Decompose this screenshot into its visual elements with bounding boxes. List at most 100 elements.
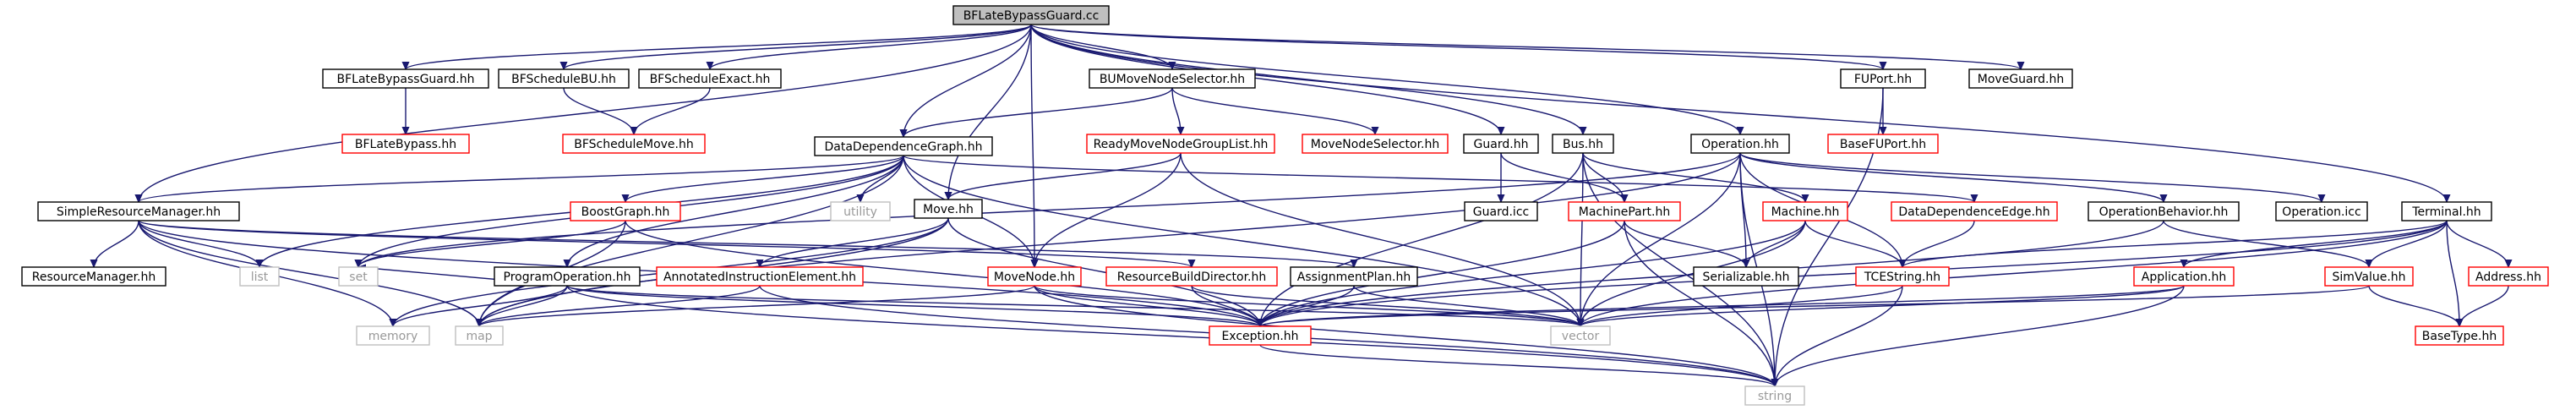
- node-bfschedulebu-hh[interactable]: BFScheduleBU.hh: [498, 68, 630, 89]
- edge-application-hh-to-string: [1775, 285, 2185, 386]
- node-bus-hh[interactable]: Bus.hh: [1552, 134, 1614, 154]
- node-operation-hh[interactable]: Operation.hh: [1690, 134, 1790, 154]
- node-box: [2324, 266, 2414, 287]
- edge-bfschedulebu-hh-to-bfschedulemove-hh: [563, 87, 634, 134]
- edge-bflatebypassguard-cc-to-datadependencegraph-hh: [903, 24, 1032, 137]
- node-bflatebypassguard-cc[interactable]: BFLateBypassGuard.cc: [952, 5, 1110, 25]
- node-label: BFLateBypass.hh: [355, 138, 456, 151]
- node-tcestring-hh[interactable]: TCEString.hh: [1855, 266, 1950, 287]
- node-basetype-hh[interactable]: BaseType.hh: [2415, 325, 2504, 346]
- node-resourcemanager-hh[interactable]: ResourceManager.hh: [21, 266, 166, 287]
- edge-operation-hh-to-operationbehavior-hh: [1739, 152, 2164, 202]
- edge-simvalue-hh-to-basetype-hh: [2368, 285, 2459, 326]
- node-utility: utility: [830, 201, 891, 221]
- edge-bflatebypassguard-cc-to-operation-hh: [1030, 24, 1740, 134]
- node-bumovenodeselector-hh[interactable]: BUMoveNodeSelector.hh: [1089, 68, 1256, 89]
- node-annotatedinstructionelement-hh[interactable]: AnnotatedInstructionElement.hh: [656, 266, 864, 287]
- node-box: [498, 68, 630, 89]
- node-programoperation-hh[interactable]: ProgramOperation.hh: [494, 266, 641, 287]
- node-machine-hh[interactable]: Machine.hh: [1762, 201, 1848, 221]
- node-assignmentplan-hh[interactable]: AssignmentPlan.hh: [1290, 266, 1418, 287]
- node-label: Guard.icc: [1473, 205, 1529, 219]
- node-label: MoveGuard.hh: [1978, 73, 2064, 86]
- node-move-hh[interactable]: Move.hh: [914, 199, 983, 219]
- node-label: OperationBehavior.hh: [2099, 205, 2229, 219]
- node-box: [952, 5, 1110, 25]
- node-label: MoveNode.hh: [994, 271, 1075, 284]
- node-box: [2415, 325, 2504, 346]
- node-box: [1568, 201, 1681, 221]
- edge-bflatebypassguard-cc-to-simpleresourcemanager-hh: [139, 24, 1032, 202]
- node-label: set: [349, 271, 368, 284]
- edge-readymovenodegrouplist-hh-to-vector: [1180, 152, 1580, 326]
- edge-bflatebypassguard-cc-to-move-hh: [948, 24, 1032, 200]
- node-bflatebypassguard-hh[interactable]: BFLateBypassGuard.hh: [322, 68, 489, 89]
- node-box: [656, 266, 864, 287]
- node-operationbehavior-hh[interactable]: OperationBehavior.hh: [2088, 201, 2240, 221]
- node-machinepart-hh[interactable]: MachinePart.hh: [1568, 201, 1681, 221]
- node-box: [1693, 266, 1799, 287]
- node-resourcebuilddirector-hh[interactable]: ResourceBuildDirector.hh: [1105, 266, 1278, 287]
- node-application-hh[interactable]: Application.hh: [2133, 266, 2235, 287]
- node-label: BFLateBypassGuard.cc: [963, 9, 1100, 23]
- node-map: map: [455, 325, 504, 346]
- node-box: [1840, 68, 1926, 89]
- node-label: SimValue.hh: [2332, 271, 2405, 284]
- node-memory: memory: [356, 325, 430, 346]
- node-string: string: [1744, 385, 1805, 406]
- node-terminal-hh[interactable]: Terminal.hh: [2401, 201, 2492, 221]
- node-fuport-hh[interactable]: FUPort.hh: [1840, 68, 1926, 89]
- node-operation-icc[interactable]: Operation.icc: [2275, 201, 2368, 221]
- edge-resourcebuilddirector-hh-to-vector: [1191, 285, 1580, 326]
- node-datadependencegraph-hh[interactable]: DataDependenceGraph.hh: [814, 136, 993, 156]
- edge-machine-hh-to-serializable-hh: [1746, 220, 1806, 267]
- node-label: DataDependenceGraph.hh: [824, 140, 982, 154]
- node-bfschedulemove-hh[interactable]: BFScheduleMove.hh: [562, 134, 706, 154]
- node-box: [570, 201, 681, 221]
- node-box: [562, 134, 706, 154]
- node-boostgraph-hh[interactable]: BoostGraph.hh: [570, 201, 681, 221]
- node-label: Machine.hh: [1771, 205, 1840, 219]
- node-list: list: [239, 266, 280, 287]
- node-set: set: [338, 266, 379, 287]
- edge-movenode-hh-to-map: [479, 285, 1035, 326]
- node-serializable-hh[interactable]: Serializable.hh: [1693, 266, 1799, 287]
- node-box: [1855, 266, 1950, 287]
- node-readymovenodegrouplist-hh[interactable]: ReadyMoveNodeGroupList.hh: [1086, 134, 1275, 154]
- node-simpleresourcemanager-hh[interactable]: SimpleResourceManager.hh: [37, 201, 240, 221]
- node-box: [2133, 266, 2235, 287]
- node-bflatebypass-hh[interactable]: BFLateBypass.hh: [341, 134, 470, 154]
- edge-tcestring-hh-to-string: [1775, 285, 1903, 386]
- node-label: ResourceBuildDirector.hh: [1117, 271, 1267, 284]
- node-vector: vector: [1550, 325, 1611, 346]
- node-datadependenceedge-hh[interactable]: DataDependenceEdge.hh: [1891, 201, 2058, 221]
- node-label: MachinePart.hh: [1579, 205, 1670, 219]
- node-basefuport-hh[interactable]: BaseFUPort.hh: [1827, 134, 1939, 154]
- node-guard-hh[interactable]: Guard.hh: [1463, 134, 1539, 154]
- edge-application-hh-to-exception-hh: [1260, 285, 2185, 326]
- edge-bflatebypassguard-cc-to-moveguard-hh: [1030, 24, 2021, 69]
- node-box: [1302, 134, 1449, 154]
- edge-machine-hh-to-tcestring-hh: [1804, 220, 1902, 267]
- node-box: [1463, 134, 1539, 154]
- node-label: Bus.hh: [1563, 138, 1603, 151]
- edge-machine-hh-to-exception-hh: [1260, 220, 1806, 326]
- node-exception-hh[interactable]: Exception.hh: [1209, 325, 1312, 346]
- node-moveguard-hh[interactable]: MoveGuard.hh: [1968, 68, 2073, 89]
- edge-datadependencegraph-hh-to-datadependenceedge-hh: [903, 155, 1974, 202]
- edge-simpleresourcemanager-hh-to-list: [138, 220, 259, 267]
- node-address-hh[interactable]: Address.hh: [2468, 266, 2549, 287]
- node-guard-icc[interactable]: Guard.icc: [1464, 201, 1538, 221]
- node-movenode-hh[interactable]: MoveNode.hh: [987, 266, 1082, 287]
- node-movenodeselector-hh[interactable]: MoveNodeSelector.hh: [1302, 134, 1449, 154]
- node-label: string: [1758, 390, 1792, 403]
- edge-bflatebypassguard-cc-to-fuport-hh: [1030, 24, 1883, 69]
- edge-address-hh-to-basetype-hh: [2459, 285, 2509, 326]
- node-simvalue-hh[interactable]: SimValue.hh: [2324, 266, 2414, 287]
- node-bfscheduleexact-hh[interactable]: BFScheduleExact.hh: [638, 68, 782, 89]
- edge-simpleresourcemanager-hh-to-resourcebuilddirector-hh: [138, 220, 1192, 267]
- node-box: [322, 68, 489, 89]
- node-box: [1891, 201, 2058, 221]
- node-box: [2088, 201, 2240, 221]
- node-label: ProgramOperation.hh: [504, 271, 631, 284]
